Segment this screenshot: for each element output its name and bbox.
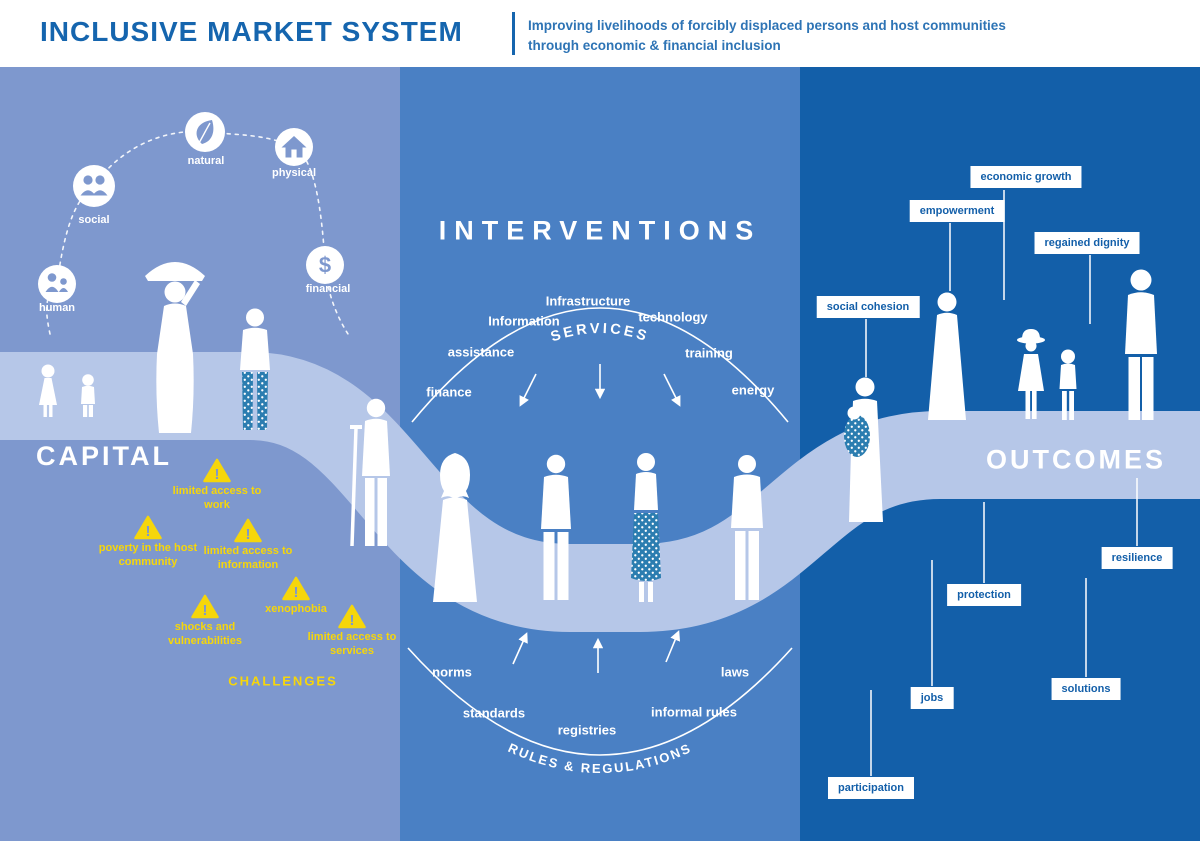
- subtitle-line1: Improving livelihoods of forcibly displa…: [528, 18, 1006, 33]
- outcome-box-solutions: solutions: [1051, 678, 1121, 700]
- outcome-box-jobs: jobs: [910, 687, 954, 709]
- warning-icon: !: [338, 604, 366, 629]
- challenge-item-xenophobia: ! xenophobia: [250, 576, 342, 617]
- figure-woman-hijab: [433, 453, 477, 602]
- challenge-item-poverty: ! poverty in the host community: [95, 515, 201, 570]
- services-arrow-right: [663, 373, 681, 407]
- page-title: INCLUSIVE MARKET SYSTEM: [40, 16, 463, 47]
- figure-man-middle: [541, 454, 571, 600]
- rule-label-norms: norms: [432, 664, 472, 680]
- rules-arrow-right: [665, 630, 681, 663]
- outcome-box-empowerment: empowerment: [909, 200, 1005, 222]
- outcome-box-regained-dignity: regained dignity: [1034, 232, 1140, 254]
- figure-woman-patterned-skirt: [631, 453, 661, 602]
- rules-arrow-left: [512, 632, 528, 665]
- rule-label-laws: laws: [720, 664, 750, 680]
- warning-icon: !: [282, 576, 310, 601]
- service-label-technology: technology: [638, 309, 708, 325]
- challenges-heading: CHALLENGES: [228, 673, 338, 689]
- svg-text:!: !: [215, 466, 220, 483]
- figure-man-patterned-trousers: [240, 308, 270, 430]
- challenge-item-services: ! limited access to services: [304, 604, 400, 659]
- capital-node-social: [73, 165, 115, 207]
- figure-girl-with-hat: [1017, 329, 1045, 419]
- capital-node-physical: [275, 128, 313, 166]
- figure-boy-right: [1059, 349, 1077, 420]
- svg-text:!: !: [294, 584, 299, 601]
- challenge-label: limited access to work: [172, 485, 262, 511]
- outcome-box-economic-growth: economic growth: [970, 166, 1082, 188]
- warning-icon: !: [191, 594, 219, 619]
- rules-arc: [407, 647, 793, 756]
- figure-woman-with-baby: [844, 377, 883, 522]
- services-arrow-left: [519, 373, 537, 407]
- challenge-label: poverty in the host community: [98, 542, 198, 568]
- capital-asset-label-social: social: [78, 214, 110, 226]
- svg-text:!: !: [350, 612, 355, 629]
- capital-node-human: [38, 265, 76, 303]
- rules-arc-label: RULES & REGULATIONS: [506, 740, 694, 776]
- rule-label-standards: standards: [462, 705, 526, 721]
- warning-icon: !: [234, 518, 262, 543]
- panel-interventions: [400, 67, 800, 841]
- market-system-band: [0, 352, 1200, 632]
- outcome-box-participation: participation: [827, 777, 915, 799]
- challenge-label: shocks and vulnerabilities: [168, 621, 242, 647]
- figure-boy-child: [81, 374, 95, 417]
- rule-label-informal-rules: informal rules: [651, 704, 737, 720]
- figure-woman-right: [928, 292, 966, 420]
- challenge-label: limited access to information: [203, 545, 293, 571]
- outcome-connectors: [865, 190, 1138, 776]
- figure-girl-child: [39, 364, 57, 417]
- house-icon: [281, 136, 307, 158]
- outcomes-heading: OUTCOMES: [985, 444, 1167, 475]
- leaf-icon: [196, 120, 214, 144]
- outcome-box-resilience: resilience: [1101, 547, 1173, 569]
- challenge-item-work: ! limited access to work: [169, 458, 265, 513]
- figure-person-with-crutch: [350, 398, 390, 547]
- warning-icon: !: [203, 458, 231, 483]
- service-label-infrastructure: Infrastructure: [545, 293, 631, 309]
- svg-text:!: !: [146, 523, 151, 540]
- warning-icon: !: [134, 515, 162, 540]
- family-icon: [45, 273, 68, 292]
- svg-text:!: !: [203, 602, 208, 619]
- header: INCLUSIVE MARKET SYSTEM Improving liveli…: [0, 0, 1200, 67]
- dollar-icon: $: [319, 253, 331, 278]
- service-label-training: training: [685, 345, 733, 361]
- interventions-heading: INTERVENTIONS: [438, 215, 762, 246]
- subtitle-line2: through economic & financial inclusion: [528, 37, 781, 53]
- challenge-item-shocks: ! shocks and vulnerabilities: [155, 594, 255, 649]
- figure-woman-carrying-basket: [145, 262, 205, 433]
- challenge-label: xenophobia: [265, 603, 327, 615]
- service-label-information: Information: [488, 313, 560, 329]
- svg-text:!: !: [246, 526, 251, 543]
- two-people-icon: [80, 175, 108, 196]
- service-label-energy: energy: [731, 382, 775, 398]
- rule-label-registries: registries: [557, 722, 617, 738]
- outcome-box-social-cohesion: social cohesion: [816, 296, 920, 318]
- figure-person-middle: [731, 455, 763, 600]
- capital-asset-label-natural: natural: [187, 155, 225, 167]
- header-divider: [512, 12, 515, 55]
- challenge-label: limited access to services: [307, 631, 397, 657]
- capital-node-financial: $: [306, 246, 344, 284]
- services-arc-label: SERVICES: [549, 321, 651, 346]
- capital-asset-label-financial: financial: [305, 283, 351, 295]
- challenge-item-information: ! limited access to information: [198, 518, 298, 573]
- service-label-assistance: assistance: [447, 344, 515, 360]
- outcome-box-protection: protection: [947, 584, 1021, 606]
- capital-heading: CAPITAL: [36, 441, 172, 471]
- capital-asset-label-physical: physical: [271, 167, 317, 179]
- figure-man-right: [1125, 269, 1157, 420]
- capital-node-natural: [185, 112, 225, 152]
- service-label-finance: finance: [426, 384, 472, 400]
- capital-asset-label-human: human: [38, 302, 76, 314]
- services-arc: [411, 307, 789, 423]
- page-subtitle: Improving livelihoods of forcibly displa…: [528, 16, 1006, 55]
